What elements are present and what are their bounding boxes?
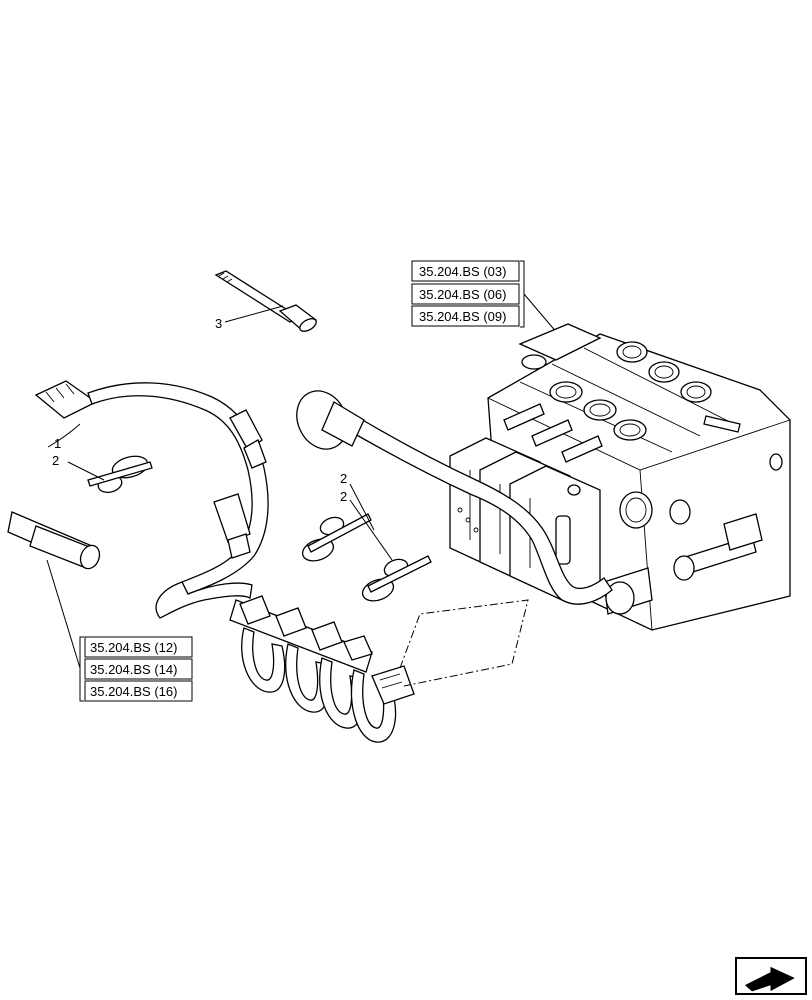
hose-segment bbox=[7, 511, 101, 570]
item-2b-number: 2 bbox=[340, 471, 347, 486]
reference-group-left: 35.204.BS (12) 35.204.BS (14) 35.204.BS … bbox=[46, 559, 193, 702]
item-2a-number: 2 bbox=[52, 453, 59, 468]
part-2-clips: 2 2 2 bbox=[52, 453, 432, 602]
next-page-arrow-icon[interactable] bbox=[735, 957, 807, 995]
part-1-harness: 1 bbox=[34, 380, 269, 619]
item-3-number: 3 bbox=[215, 316, 222, 331]
leader-dashed bbox=[399, 599, 529, 687]
part-3-pin: 3 bbox=[214, 270, 318, 332]
item-2c-number: 2 bbox=[340, 489, 347, 504]
ref-top-1[interactable]: 35.204.BS (03) bbox=[419, 264, 506, 279]
ref-top-2[interactable]: 35.204.BS (06) bbox=[419, 287, 506, 302]
ref-left-1[interactable]: 35.204.BS (12) bbox=[90, 640, 177, 655]
control-valve-assembly bbox=[296, 323, 791, 631]
reference-group-top: 35.204.BS (03) 35.204.BS (06) 35.204.BS … bbox=[411, 260, 559, 335]
ref-top-3[interactable]: 35.204.BS (09) bbox=[419, 309, 506, 324]
ref-left-2[interactable]: 35.204.BS (14) bbox=[90, 662, 177, 677]
connector-rail bbox=[229, 595, 415, 743]
item-1-number: 1 bbox=[54, 436, 61, 451]
ref-left-3[interactable]: 35.204.BS (16) bbox=[90, 684, 177, 699]
